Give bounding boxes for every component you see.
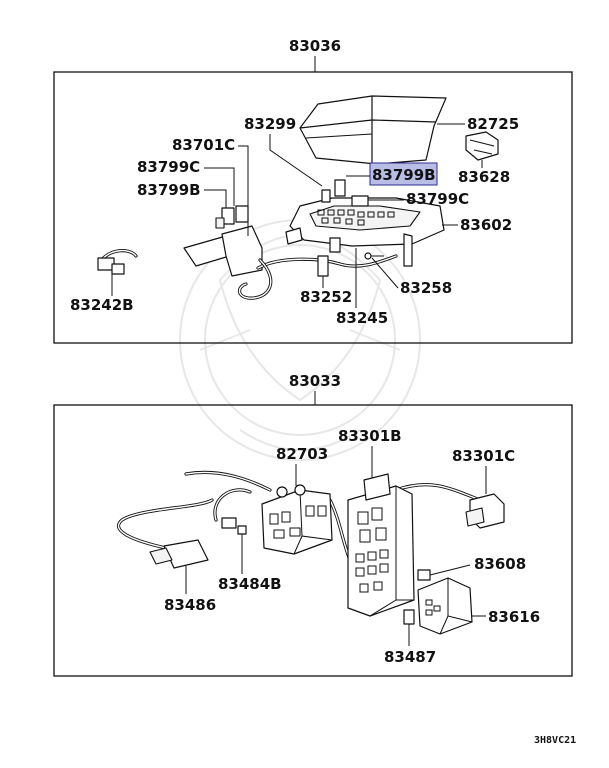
label-82703[interactable]: 82703 (276, 445, 328, 463)
relay-83628 (465, 131, 499, 161)
wire-harness-upper (237, 254, 398, 300)
label-83701c[interactable]: 83701C (172, 136, 235, 154)
label-83799c[interactable]: 83799C (137, 158, 200, 176)
fuse-box-cover (299, 95, 447, 165)
fuse-83799b (321, 179, 369, 207)
image-code: 3H8VC21 (534, 735, 576, 746)
label-83484b[interactable]: 83484B (218, 575, 282, 593)
label-83799b[interactable]: 83799B (137, 181, 201, 199)
bolt-83258 (364, 252, 384, 260)
label-83486[interactable]: 83486 (164, 596, 216, 614)
junction-block-82703 (261, 484, 333, 555)
module-83616 (417, 577, 473, 635)
assembly-label-83033[interactable]: 83033 (289, 372, 341, 390)
label-83616[interactable]: 83616 (488, 608, 540, 626)
connector-83486 (149, 539, 209, 569)
label-83258[interactable]: 83258 (400, 279, 452, 297)
connector-83301c (465, 493, 505, 529)
fuse-83608 (417, 569, 431, 581)
assembly-frame-83033 (53, 404, 573, 677)
label-83602[interactable]: 83602 (460, 216, 512, 234)
label-83245[interactable]: 83245 (336, 309, 388, 327)
relay-83701c (183, 205, 263, 277)
label-83799c-right[interactable]: 83799C (406, 190, 469, 208)
assembly-label-83036[interactable]: 83036 (289, 37, 341, 55)
junction-block-83301b (347, 473, 415, 617)
connector-83242b (97, 249, 138, 275)
label-83301c[interactable]: 83301C (452, 447, 515, 465)
label-83301b[interactable]: 83301B (338, 427, 402, 445)
label-83242b[interactable]: 83242B (70, 296, 134, 314)
label-83799b-highlighted[interactable]: 83799B (372, 166, 436, 184)
label-83608[interactable]: 83608 (474, 555, 526, 573)
wire-harness-lower (116, 470, 482, 562)
label-83628[interactable]: 83628 (458, 168, 510, 186)
label-83299[interactable]: 83299 (244, 115, 296, 133)
assembly-frame-83036 (53, 71, 573, 344)
label-83252[interactable]: 83252 (300, 288, 352, 306)
junction-block-83602 (285, 197, 445, 267)
label-83487[interactable]: 83487 (384, 648, 436, 666)
connector-83484b (221, 517, 247, 535)
connector-83487 (403, 609, 415, 625)
highlighted-part-box (369, 162, 438, 186)
label-82725[interactable]: 82725 (467, 115, 519, 133)
